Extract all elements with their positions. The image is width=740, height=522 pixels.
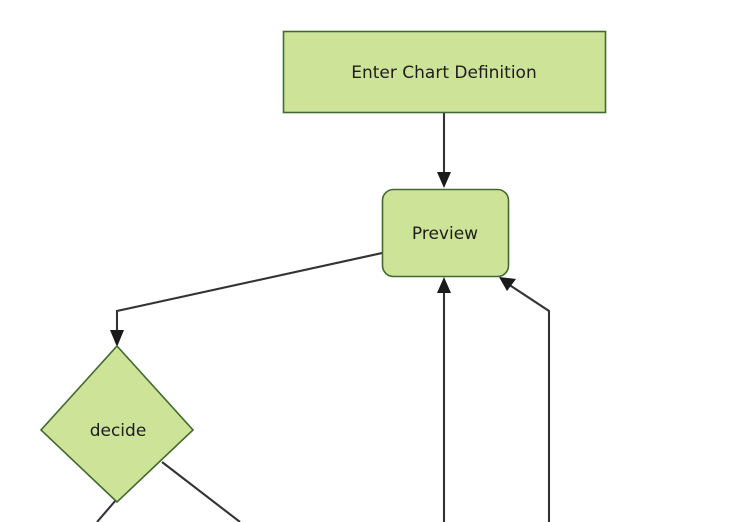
edge-bottom-right-to-preview[interactable] [499,277,551,522]
arrowhead-icon [437,277,451,293]
edge-decide-bottom-out[interactable] [96,499,117,522]
arrowhead-icon [437,172,451,188]
arrowhead-icon [499,277,516,291]
arrowhead-icon [110,330,124,347]
node-preview[interactable]: Preview [381,188,510,278]
edge-line [507,283,551,522]
edge-preview-to-decide[interactable] [110,251,383,347]
edge-enter-to-preview[interactable] [437,113,451,188]
node-shape-diamond [39,344,195,504]
edge-layer [96,113,551,522]
edge-line [161,461,241,522]
edge-line [96,499,117,522]
edge-line [115,251,383,338]
node-shape-rounded-rectangle [381,188,510,278]
node-decide[interactable]: decide [39,344,195,504]
edge-bottom-center-to-preview[interactable] [437,277,451,522]
node-enter-chart-definition[interactable]: Enter Chart Definition [282,30,607,114]
node-shape-rectangle [282,30,607,114]
edge-decide-right-out[interactable] [161,461,241,522]
